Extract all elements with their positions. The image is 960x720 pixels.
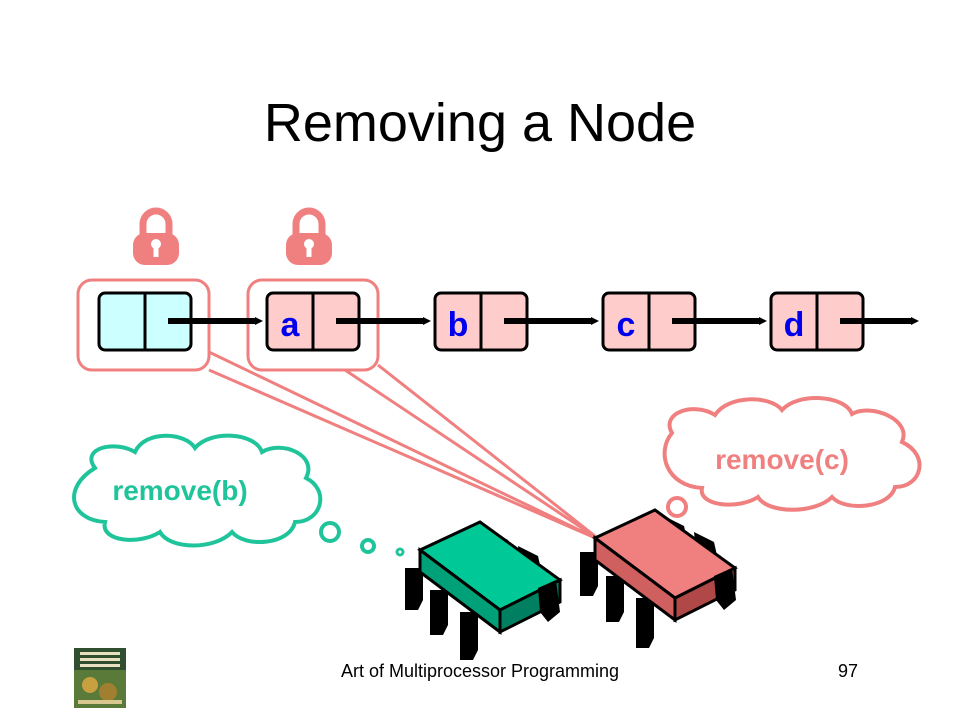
chip-icon (580, 508, 738, 648)
chip-icon (405, 520, 563, 660)
lock-highlight-sentinel (76, 278, 211, 372)
node-label: c (617, 306, 636, 344)
list-node-sentinel (97, 291, 193, 352)
node-label: a (281, 306, 301, 344)
padlock-icon (286, 207, 332, 265)
list-node-b: b (433, 291, 529, 352)
slide-footer: Art of Multiprocessor Programming (340, 661, 620, 681)
node-label: b (448, 306, 469, 344)
thought-text: remove(b) (112, 475, 247, 506)
lock-owner-lines (208, 350, 601, 542)
slide-title: Removing a Node (263, 93, 697, 153)
book-cover-icon (74, 648, 126, 708)
node-label: d (784, 306, 805, 344)
list-node-a: a (265, 291, 361, 352)
thought-cloud-right: remove(c) (631, 396, 922, 529)
padlock-icon (133, 207, 179, 265)
linked-list: a b c d (97, 291, 865, 352)
thought-text: remove(c) (715, 444, 849, 475)
list-node-c: c (601, 291, 697, 352)
list-node-d: d (769, 291, 865, 352)
lock-highlight-node-a (246, 278, 380, 372)
thought-cloud-left: remove(b) (72, 433, 405, 557)
page-number: 97 (838, 661, 859, 681)
